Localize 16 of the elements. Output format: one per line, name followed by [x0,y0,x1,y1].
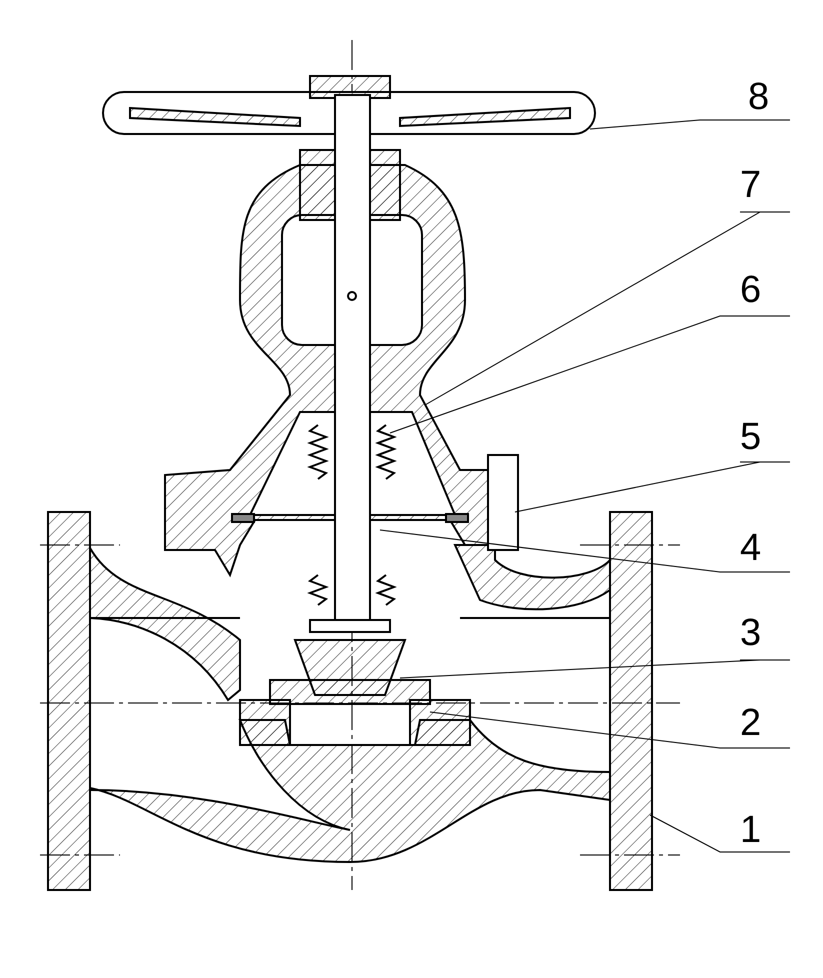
callout-number: 4 [740,529,762,567]
callout-number: 6 [740,271,762,309]
leader-line [390,316,790,434]
callout-number: 8 [748,78,770,116]
leader-line [400,660,790,678]
leader-line [380,530,790,572]
callout-number: 5 [740,418,762,456]
leader-line [430,712,790,748]
callout-number: 2 [740,704,762,742]
leader-line [650,814,790,852]
callout-number: 7 [740,166,762,204]
leader-line [424,212,790,406]
callout-number: 3 [740,614,762,652]
leader-line [590,120,790,130]
leader-line [514,462,790,512]
callout-number: 1 [740,811,762,849]
